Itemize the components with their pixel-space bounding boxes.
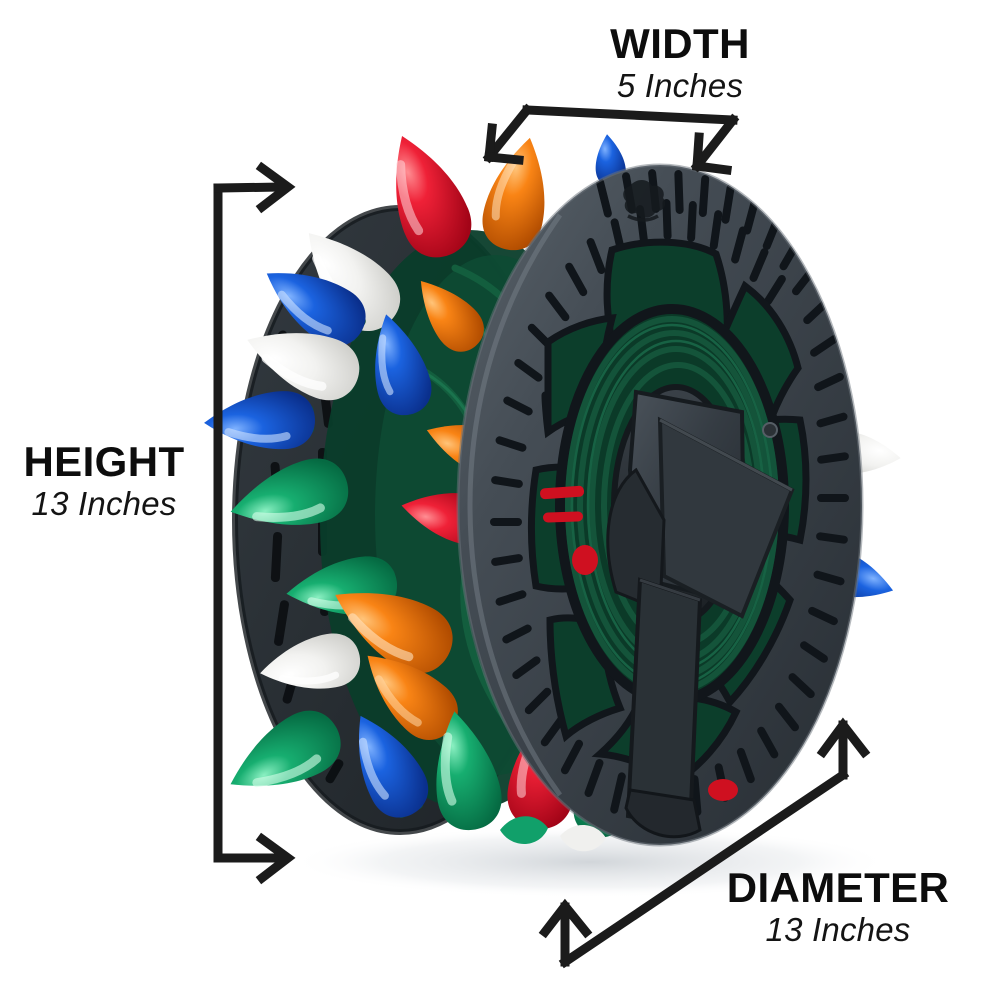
bulb xyxy=(375,314,432,416)
height-title: HEIGHT xyxy=(23,438,185,485)
cord-accent xyxy=(540,485,585,500)
bulb xyxy=(260,633,361,689)
bulb xyxy=(230,458,349,525)
brand-logo-icon xyxy=(623,180,666,222)
diameter-title: DIAMETER xyxy=(726,864,950,911)
bulb xyxy=(420,280,484,352)
bulb xyxy=(436,711,502,831)
width-value: 5 Inches xyxy=(616,66,744,104)
bulb xyxy=(266,273,366,347)
height-value: 13 Inches xyxy=(31,484,177,522)
width-label: WIDTH 5 Inches xyxy=(530,22,830,103)
screw-boss xyxy=(762,422,778,438)
cord-accent xyxy=(708,779,738,801)
diameter-value: 13 Inches xyxy=(765,910,911,948)
cord-accent xyxy=(543,511,583,523)
bulb xyxy=(396,135,472,258)
bulb xyxy=(335,593,453,674)
cord-accent xyxy=(572,545,598,575)
bulb xyxy=(204,391,315,450)
width-title: WIDTH xyxy=(610,20,750,67)
bulb xyxy=(358,715,429,818)
diameter-label: DIAMETER 13 Inches xyxy=(690,866,986,947)
bulb xyxy=(230,710,341,788)
bulb xyxy=(247,333,361,401)
reel-handle xyxy=(606,389,795,839)
height-label: HEIGHT 13 Inches xyxy=(4,440,204,521)
